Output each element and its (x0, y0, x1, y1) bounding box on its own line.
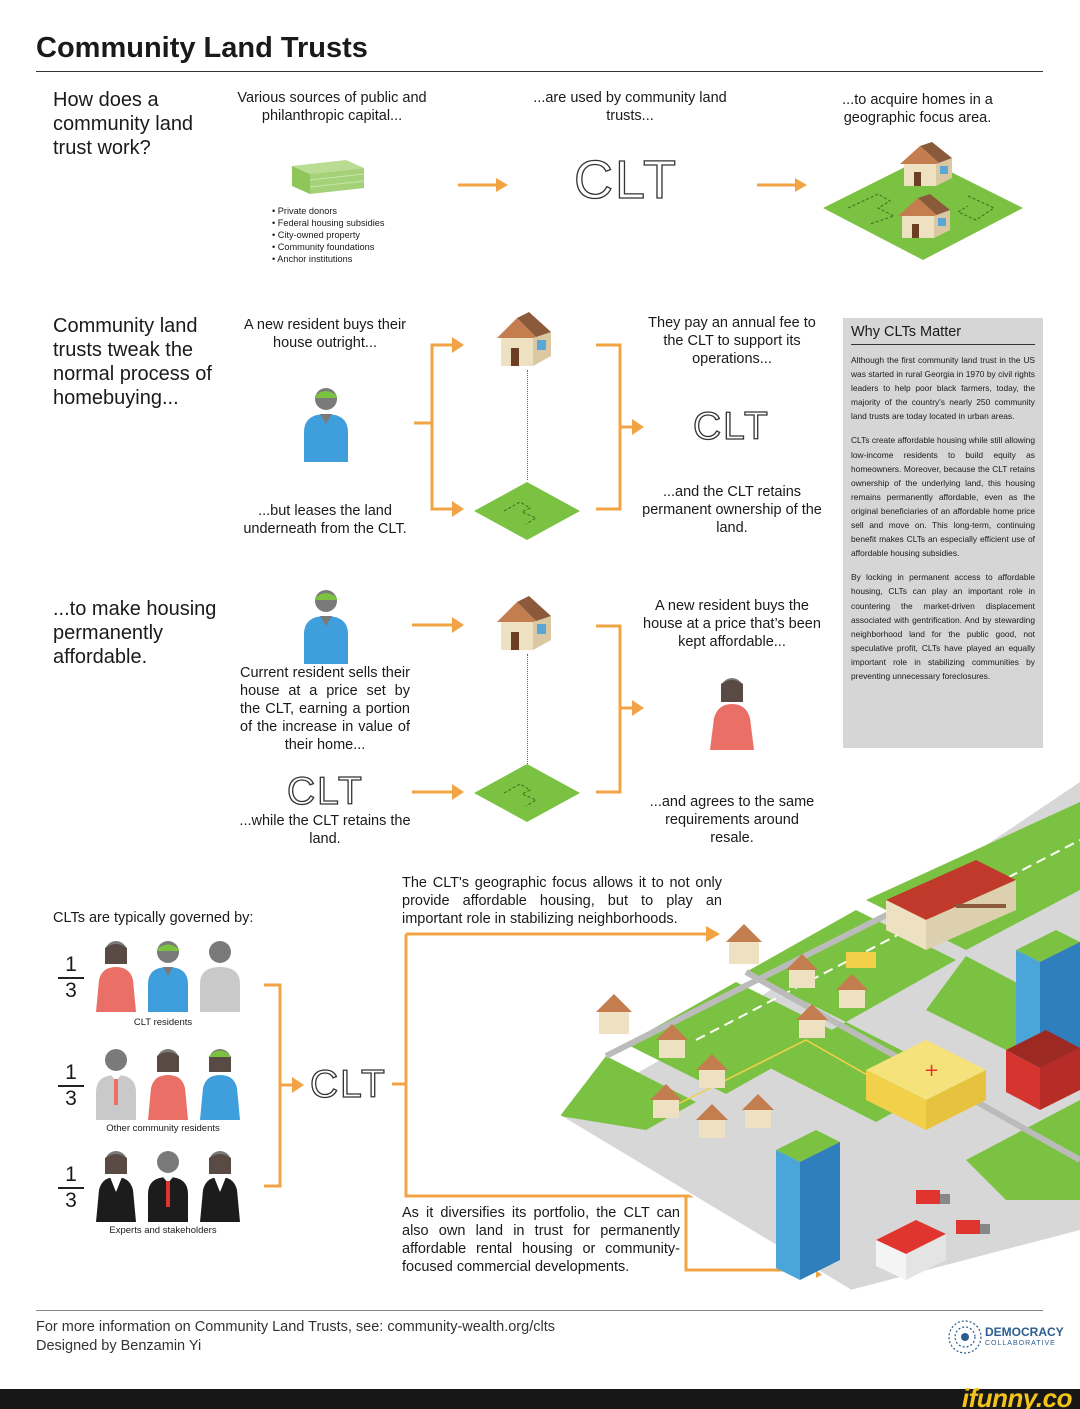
row2-caption-buy: A new resident buys their house outright… (243, 317, 406, 351)
watermark-bar (0, 1389, 1080, 1409)
money-stack-icon (292, 160, 365, 194)
fraction-denominator: 3 (65, 1086, 77, 1110)
logo-text-bottom: COLLABORATIVE (985, 1340, 1056, 1347)
sidebar-paragraph: Although the first community land trust … (851, 355, 1035, 422)
list-item: • Anchor institutions (272, 254, 353, 264)
row3-caption-agree: ...and agrees to the same requirements a… (649, 794, 815, 846)
row2-caption-fee: They pay an annual fee to the CLT to sup… (648, 315, 816, 367)
list-item: • Private donors (272, 206, 338, 216)
house-land-link (527, 370, 528, 480)
isometric-city-illustration: + (559, 782, 1080, 1291)
sidebar-title: Why CLTs Matter (851, 324, 1035, 345)
arrow-right-icon (412, 784, 464, 800)
arrow-right-icon (757, 178, 807, 192)
sidebar-paragraph: CLTs create affordable housing while sti… (851, 435, 1035, 559)
land-parcel-icon (474, 482, 580, 540)
footer-credit: Designed by Benzamin Yi (36, 1338, 202, 1354)
clt-residents-group-icon (96, 941, 240, 1012)
governance-heading: CLTs are typically governed by: (53, 910, 254, 926)
governance-bracket-arrow (264, 983, 304, 1188)
row2-caption-retain: ...and the CLT retains permanent ownersh… (642, 484, 822, 536)
fraction-numerator: 1 (65, 1061, 77, 1084)
house-land-link (527, 654, 528, 764)
list-item: • Community foundations (272, 242, 375, 252)
why-clts-matter-sidebar: Why CLTs Matter Although the first commu… (843, 318, 1043, 748)
land-parcel-icon (474, 764, 580, 822)
fraction-numerator: 1 (65, 953, 77, 976)
community-residents-group-icon (96, 1049, 240, 1120)
arrow-right-icon (412, 617, 464, 633)
fraction-one-third: 1 3 (56, 954, 86, 1002)
experts-stakeholders-group-icon (96, 1151, 240, 1222)
group-label: Other community residents (106, 1123, 220, 1134)
resident-blue-icon (304, 590, 348, 664)
fraction-numerator: 1 (65, 1163, 77, 1186)
house-icon (497, 312, 551, 366)
logo-text-top: DEMOCRACY (985, 1325, 1064, 1339)
row1-heading: How does a community land trust work? (53, 89, 194, 159)
bracket-arrows-connector (414, 337, 464, 517)
row3-heading: ...to make housing permanently affordabl… (53, 598, 217, 668)
fraction-denominator: 3 (65, 1188, 77, 1212)
row1-caption-acquire: ...to acquire homes in a geographic focu… (842, 92, 993, 126)
sidebar-paragraph: By locking in permanent access to afford… (851, 572, 1035, 681)
row1-caption-clts: ...are used by community land trusts... (533, 90, 727, 124)
row1-caption-capital: Various sources of public and philanthro… (237, 90, 427, 124)
row2-heading: Community land trusts tweak the normal p… (53, 315, 212, 409)
row3-caption-newbuy: A new resident buys the house at a price… (643, 598, 821, 650)
list-item: • City-owned property (272, 230, 360, 240)
row3-caption-while: ...while the CLT retains the land. (239, 813, 411, 847)
bracket-arrows-connector (596, 343, 644, 511)
list-item: • Federal housing subsidies (272, 218, 385, 228)
clt-label: CLT (692, 404, 770, 448)
arrow-right-icon (458, 178, 508, 192)
clt-label: CLT (286, 769, 364, 813)
ifunny-watermark: ifunny.co (961, 1383, 1073, 1409)
capital-sources-list: • Private donors • Federal housing subsi… (272, 205, 422, 265)
group-label: CLT residents (133, 1017, 193, 1028)
clt-label: CLT (309, 1062, 387, 1106)
footer-rule (36, 1310, 1043, 1311)
city-caption-portfolio: As it diversifies its portfolio, the CLT… (402, 1205, 680, 1275)
fraction-one-third: 1 3 (56, 1164, 86, 1212)
city-connector-arrows (392, 926, 830, 1278)
clt-label: CLT (573, 149, 679, 210)
svg-text:+: + (924, 1060, 939, 1081)
fraction-bar (58, 1187, 84, 1189)
fraction-denominator: 3 (65, 978, 77, 1002)
group-label: Experts and stakeholders (109, 1225, 217, 1236)
city-caption-focus: The CLT's geographic focus allows it to … (402, 875, 722, 927)
bracket-arrows-connector (596, 624, 644, 794)
fraction-one-third: 1 3 (56, 1062, 86, 1110)
fraction-bar (58, 977, 84, 979)
fraction-bar (58, 1085, 84, 1087)
resident-blue-icon (304, 388, 348, 462)
focus-area-houses-illustration (823, 142, 1023, 260)
democracy-collaborative-logo-icon (948, 1320, 982, 1354)
row3-caption-sell: Current resident sells their house at a … (240, 665, 410, 753)
footer-info: For more information on Community Land T… (36, 1319, 555, 1335)
row2-caption-lease: ...but leases the land underneath from t… (243, 503, 407, 537)
house-icon (497, 596, 551, 650)
page-title: Community Land Trusts (36, 32, 368, 64)
resident-coral-icon (710, 678, 754, 750)
title-rule (36, 71, 1043, 72)
